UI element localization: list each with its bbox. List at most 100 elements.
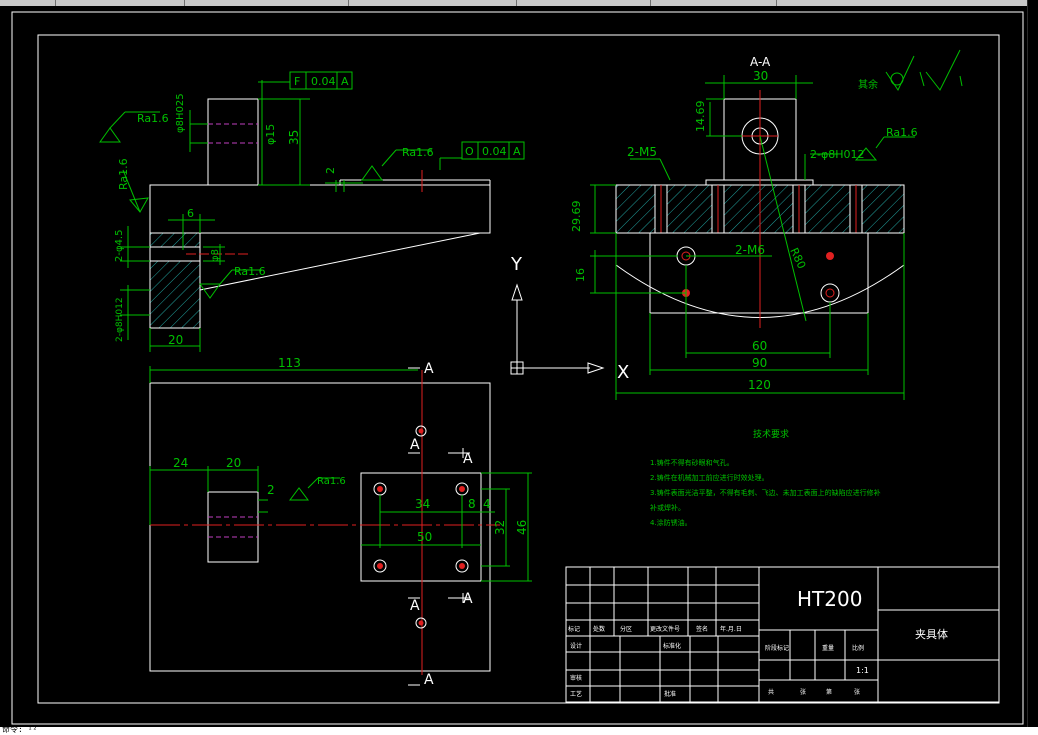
dim-2: 2 bbox=[324, 167, 337, 174]
dim-32: 32 bbox=[493, 520, 507, 535]
front-view-dimensions bbox=[99, 71, 525, 352]
tb-cell: 年.月.日 bbox=[720, 625, 742, 633]
title-block-text: HT200 夹具体 标记 处数 分区 更改文件号 签名 年.月.日 设计 标准化… bbox=[568, 587, 948, 698]
front-view bbox=[149, 98, 491, 329]
dim-phi8-bottom: 2-φ8H012 bbox=[115, 297, 125, 342]
tb-cell: 重量 bbox=[822, 644, 834, 652]
toolbar-segment[interactable] bbox=[56, 0, 185, 6]
tb-cell: 分区 bbox=[620, 625, 632, 633]
roughness-label: Ra1.6 bbox=[317, 476, 346, 487]
inner-frame bbox=[37, 34, 1000, 704]
window-toolbar-strip bbox=[0, 0, 1038, 6]
dim-14-69: 14.69 bbox=[694, 101, 707, 133]
ucs-y-label: Y bbox=[510, 254, 523, 275]
datum-label: A bbox=[341, 75, 349, 88]
dim-2-m5: 2-M5 bbox=[627, 145, 657, 159]
tech-note: 4.涂防锈油。 bbox=[650, 518, 692, 527]
dim-35: 35 bbox=[287, 130, 301, 145]
dim-6: 6 bbox=[187, 207, 194, 220]
dim-4: 4 bbox=[483, 497, 491, 511]
tb-cell: 工艺 bbox=[570, 690, 582, 698]
command-prompt: 命令: ¹² bbox=[2, 725, 38, 734]
section-letter: A bbox=[424, 361, 434, 377]
front-view-dim-text: F 0.04 A 35 φ15 φ8H025 Ra1.6 Ra1.6 2-φ4.… bbox=[114, 75, 521, 347]
roughness-label: Ra1.6 bbox=[402, 146, 434, 159]
tb-cell: 阶段标记 bbox=[765, 644, 789, 652]
dim-16: 16 bbox=[574, 268, 587, 282]
dim-phi15: φ15 bbox=[264, 124, 277, 145]
section-letter: A bbox=[424, 672, 434, 688]
section-label-a-a: A-A bbox=[750, 55, 771, 69]
tb-cell: 张 bbox=[854, 688, 860, 696]
plan-view bbox=[149, 370, 500, 675]
dim-30: 30 bbox=[753, 69, 768, 83]
dim-phi8: φ8 bbox=[210, 249, 221, 262]
tb-scale: 1:1 bbox=[856, 666, 869, 675]
tb-cell: 审核 bbox=[570, 674, 582, 682]
rest-label: 其余 bbox=[858, 78, 878, 91]
tb-cell: 签名 bbox=[696, 625, 708, 633]
tb-cell: 共 bbox=[768, 688, 774, 696]
tb-cell: 张 bbox=[800, 688, 806, 696]
tb-cell: 第 bbox=[826, 688, 832, 696]
dim-50: 50 bbox=[417, 530, 432, 544]
roughness-label: Ra1.6 bbox=[234, 265, 266, 278]
tech-note: 1.铸件不得有砂眼和气孔。 bbox=[650, 458, 734, 467]
section-letter: A bbox=[410, 598, 420, 614]
tb-cell: 标准化 bbox=[663, 642, 681, 650]
tb-cell: 标记 bbox=[568, 625, 580, 633]
tech-note: 2.铸件在机械加工前应进行时效处理。 bbox=[650, 473, 769, 482]
outer-frame bbox=[11, 11, 1024, 725]
ucs-x-label: X bbox=[617, 362, 629, 383]
roughness-label: Ra1.6 bbox=[137, 112, 169, 125]
section-letter: A bbox=[410, 437, 420, 453]
section-letter: A bbox=[463, 591, 473, 607]
toolbar-segment[interactable] bbox=[517, 0, 651, 6]
toolbar-segment[interactable] bbox=[651, 0, 777, 6]
dim-phi4-5: 2-φ4.5 bbox=[114, 230, 125, 262]
tech-title: 技术要求 bbox=[753, 428, 789, 440]
toolbar-segment[interactable] bbox=[349, 0, 517, 6]
section-letters: A A A A A A bbox=[410, 361, 473, 688]
dim-34: 34 bbox=[415, 497, 430, 511]
plan-view-dim-text: 113 24 20 2 Ra1.6 34 8 4 50 32 46 bbox=[173, 356, 529, 544]
rest-roughness-symbols bbox=[885, 49, 963, 92]
geo-tol-value: 0.04 bbox=[482, 145, 507, 158]
tb-cell: 设计 bbox=[570, 642, 582, 650]
tech-note: 3.铸件表面光洁平整，不得有毛刺、飞边、未加工表面上的缺陷应进行修补 bbox=[650, 488, 881, 497]
roughness-label: Ra1.6 bbox=[886, 126, 918, 139]
right-scrollbar[interactable] bbox=[1027, 0, 1038, 735]
section-letter: A bbox=[463, 451, 473, 467]
tb-cell: 处数 bbox=[593, 625, 605, 633]
dim-60: 60 bbox=[752, 339, 767, 353]
dim-113: 113 bbox=[278, 356, 301, 370]
dim-20: 20 bbox=[226, 456, 241, 470]
dim-phi8-top: φ8H025 bbox=[175, 93, 186, 133]
toolbar-segment[interactable] bbox=[185, 0, 349, 6]
tech-note: 补或焊补。 bbox=[650, 503, 685, 512]
tb-cell: 比例 bbox=[852, 644, 864, 652]
geo-tol-symbol-o: O bbox=[465, 145, 474, 158]
dim-90: 90 bbox=[752, 356, 767, 370]
ucs-icon: Y X bbox=[510, 254, 629, 383]
section-view-dimensions bbox=[590, 75, 915, 400]
dim-24: 24 bbox=[173, 456, 188, 470]
section-markers bbox=[408, 367, 470, 686]
dim-20: 20 bbox=[168, 333, 183, 347]
geo-tol-symbol-f: F bbox=[294, 75, 300, 88]
datum-label: A bbox=[513, 145, 521, 158]
section-view bbox=[615, 90, 905, 328]
geo-tol-value: 0.04 bbox=[311, 75, 336, 88]
roughness-label: Ra1.6 bbox=[117, 158, 130, 190]
tb-cell: 更改文件号 bbox=[650, 625, 680, 633]
plan-view-dimensions bbox=[149, 366, 532, 582]
title-block bbox=[565, 566, 1000, 703]
tb-cell: 批准 bbox=[664, 690, 676, 698]
dim-2-m6: 2-M6 bbox=[735, 243, 765, 257]
toolbar-segment[interactable] bbox=[0, 0, 56, 6]
dim-8: 8 bbox=[468, 497, 476, 511]
dim-2-phi8: 2-φ8H012 bbox=[810, 148, 865, 161]
command-line[interactable]: 命令: ¹² bbox=[0, 725, 1038, 735]
dim-120: 120 bbox=[748, 378, 771, 392]
